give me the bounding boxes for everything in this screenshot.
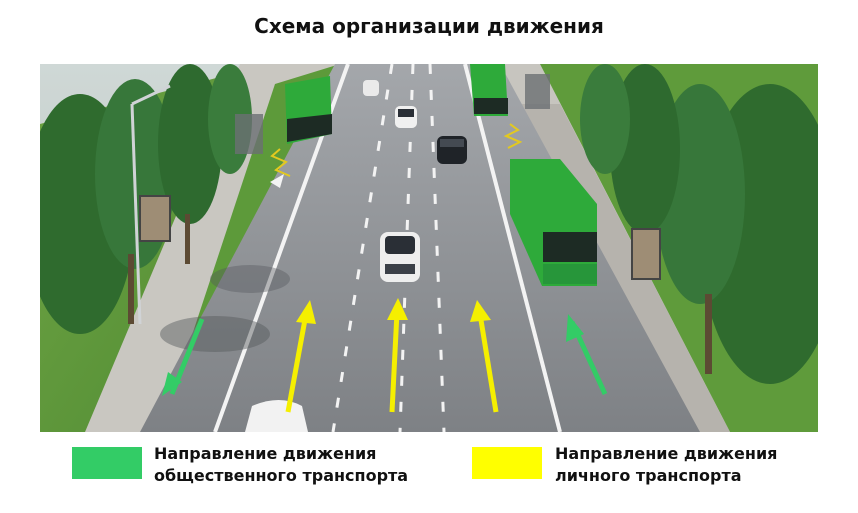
road-arrow-marking <box>270 174 284 188</box>
legend-public-line1: Направление движения <box>154 444 377 463</box>
arrow-private-2 <box>387 298 408 413</box>
legend-private-line2: личного транспорта <box>555 466 742 485</box>
bus-stop-right <box>525 74 550 109</box>
trees-right <box>580 64 818 384</box>
street-lamp-left <box>130 103 142 325</box>
zigzag-left <box>270 148 291 177</box>
legend-swatch-public <box>72 447 142 479</box>
billboard-right <box>631 228 661 280</box>
page-title: Схема организации движения <box>254 14 604 38</box>
billboard-left <box>139 195 171 242</box>
lane-dash-1 <box>331 64 394 432</box>
arrow-public-right <box>566 314 608 396</box>
road-edge-right <box>463 64 562 432</box>
street-scene <box>40 64 818 432</box>
legend-public-line2: общественного транспорта <box>154 466 409 485</box>
legend-private-line1: Направление движения <box>555 444 778 463</box>
legend-swatch-private <box>472 447 542 479</box>
car-dark <box>437 136 467 164</box>
car-white-far2 <box>363 80 379 96</box>
legend-label-private: Направление движения личного транспорта <box>555 443 777 487</box>
car-white-foreground <box>245 400 308 432</box>
arrow-private-1 <box>285 300 316 413</box>
bus-stop-left <box>235 114 263 154</box>
car-white-far <box>395 106 417 128</box>
bus-right-near <box>510 159 597 286</box>
arrow-private-3 <box>470 300 499 413</box>
legend-label-public: Направление движения общественного транс… <box>154 443 408 487</box>
car-white-center <box>380 232 420 282</box>
arrow-public-left <box>162 318 205 396</box>
zigzag-right <box>503 123 523 149</box>
lane-dash-3 <box>428 64 446 432</box>
street-illustration <box>40 64 818 432</box>
bus-right-far <box>470 64 508 116</box>
bus-left <box>285 76 332 144</box>
